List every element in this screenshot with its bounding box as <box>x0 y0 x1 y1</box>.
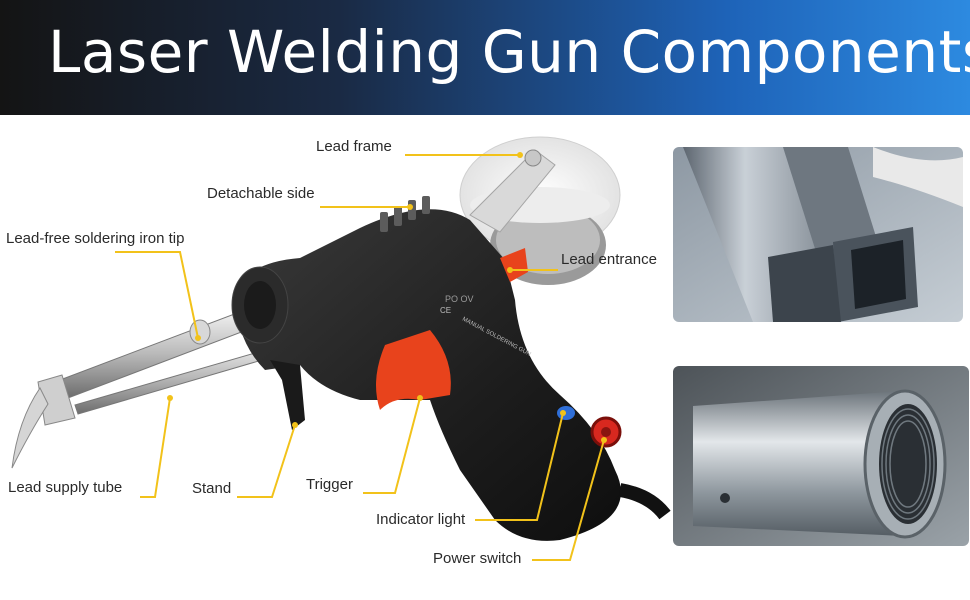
round-pipe-photo <box>673 366 969 546</box>
callout-lead-frame: Lead frame <box>316 138 392 155</box>
square-tube-photo <box>673 147 963 322</box>
callout-leaders <box>115 152 607 561</box>
ce-mark: CE <box>440 306 451 315</box>
header-banner: Laser Welding Gun Components <box>0 0 970 115</box>
callout-stand: Stand <box>192 480 231 497</box>
callout-lead-free-tip: Lead-free soldering iron tip <box>6 230 184 247</box>
callout-lead-supply-tube: Lead supply tube <box>8 479 122 496</box>
page-title: Laser Welding Gun Components <box>48 18 970 86</box>
lead-spool <box>459 136 621 285</box>
callout-detachable-side: Detachable side <box>207 185 315 202</box>
gun-body: PO OV CE MANUAL SOLDERING GUN <box>231 196 671 541</box>
callout-lead-entrance: Lead entrance <box>561 251 657 268</box>
brand-mark: PO OV <box>445 294 474 304</box>
soldering-gun-diagram: PO OV CE MANUAL SOLDERING GUN Lead frame… <box>6 136 671 567</box>
callout-indicator-light: Indicator light <box>376 511 466 528</box>
callout-power-switch: Power switch <box>433 550 521 567</box>
callout-trigger: Trigger <box>306 476 353 493</box>
